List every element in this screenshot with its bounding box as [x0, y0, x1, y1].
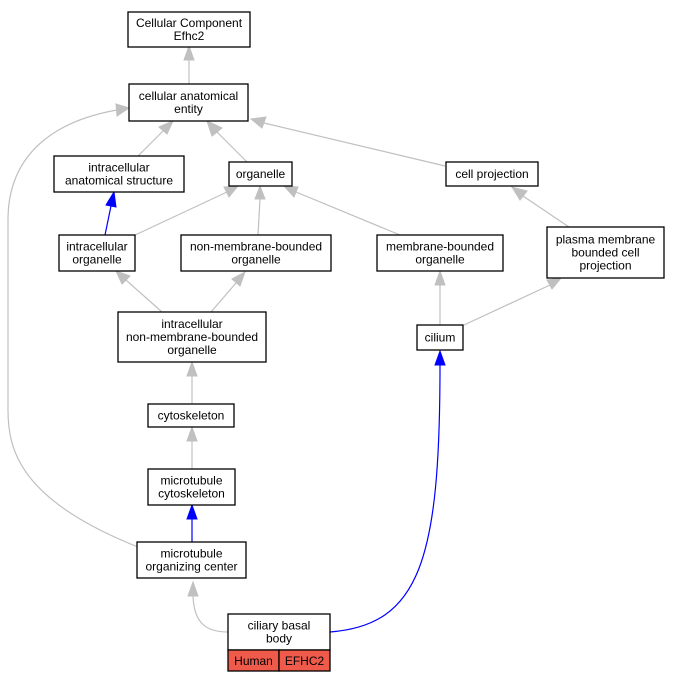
gene-tag-label: EFHC2 [285, 654, 325, 668]
edge-cil-to-pmbcp [463, 277, 563, 326]
node-label-line: body [266, 632, 292, 646]
node-label-line: intracellular [66, 240, 127, 254]
node-label-line: cytoskeleton [158, 487, 225, 501]
edge-cae-to-root [183, 44, 195, 84]
edge-pmbcp-to-cp [510, 186, 570, 228]
edge-moc-to-cae [7, 103, 139, 548]
node-label-line: cellular anatomical [139, 89, 238, 103]
edge-nmbo-to-org [254, 184, 266, 236]
node-label-line: microtubule [160, 547, 222, 561]
node-label-line: cilium [425, 331, 456, 345]
node-label-line: non-membrane-bounded [126, 330, 258, 344]
node-label-line: organelle [415, 253, 465, 267]
node-label-line: microtubule [160, 474, 222, 488]
edge-mbo-to-org [282, 185, 401, 236]
species-tag: Human [227, 649, 280, 672]
edge-cbb-to-cilium[interactable] [329, 349, 446, 633]
species-tag-label: Human [234, 654, 273, 668]
node-label-line: projection [579, 259, 631, 273]
edge-cbb-to-moc [187, 580, 229, 633]
node-label-line: non-membrane-bounded [190, 240, 322, 254]
edge-cp-to-cae [249, 116, 446, 167]
node-label-line: organelle [236, 167, 286, 181]
node-organelle[interactable]: organelle [228, 161, 293, 187]
node-label-line: Cellular Component [136, 16, 243, 30]
node-label-line: organelle [231, 253, 281, 267]
node-label-line: cell projection [455, 167, 528, 181]
edge-cil-to-mbo [434, 269, 446, 325]
node-cilium[interactable]: cilium [416, 324, 464, 351]
edge-ias-to-cae [137, 120, 174, 157]
edge-org-to-cae [206, 120, 248, 163]
node-label-line: Efhc2 [174, 29, 205, 43]
node-label-line: plasma membrane [556, 233, 656, 247]
node-cell-projection[interactable]: cell projection [445, 161, 539, 187]
node-label-line: anatomical structure [65, 174, 173, 188]
edge-moc-to-mtc[interactable] [186, 503, 198, 542]
node-cytoskeleton[interactable]: cytoskeleton [147, 403, 235, 428]
node-label-line: organelle [72, 253, 122, 267]
node-label-line: membrane-bounded [386, 240, 494, 254]
edge-cyt-to-inmbo [186, 360, 198, 404]
edge-io-to-ias[interactable] [104, 190, 117, 236]
edge-mtc-to-cyt [186, 425, 198, 469]
node-label-line: intracellular [88, 161, 149, 175]
node-intracellular-non-membrane-bounded-organelle[interactable]: intracellularnon-membrane-boundedorganel… [117, 311, 267, 363]
node-label-line: organizing center [145, 560, 237, 574]
node-label-line: ciliary basal [248, 619, 311, 633]
node-label-line: intracellular [161, 317, 222, 331]
node-label-line: bounded cell [571, 246, 639, 260]
node-label-line: organelle [167, 343, 217, 357]
edge-inmbo-to-nmbo [210, 270, 246, 313]
edge-inmbo-to-io [115, 270, 163, 313]
node-label-line: cytoskeleton [158, 409, 225, 423]
edge-io-to-org [132, 185, 240, 237]
gene-tag: EFHC2 [278, 649, 331, 672]
node-label-line: entity [174, 102, 203, 116]
